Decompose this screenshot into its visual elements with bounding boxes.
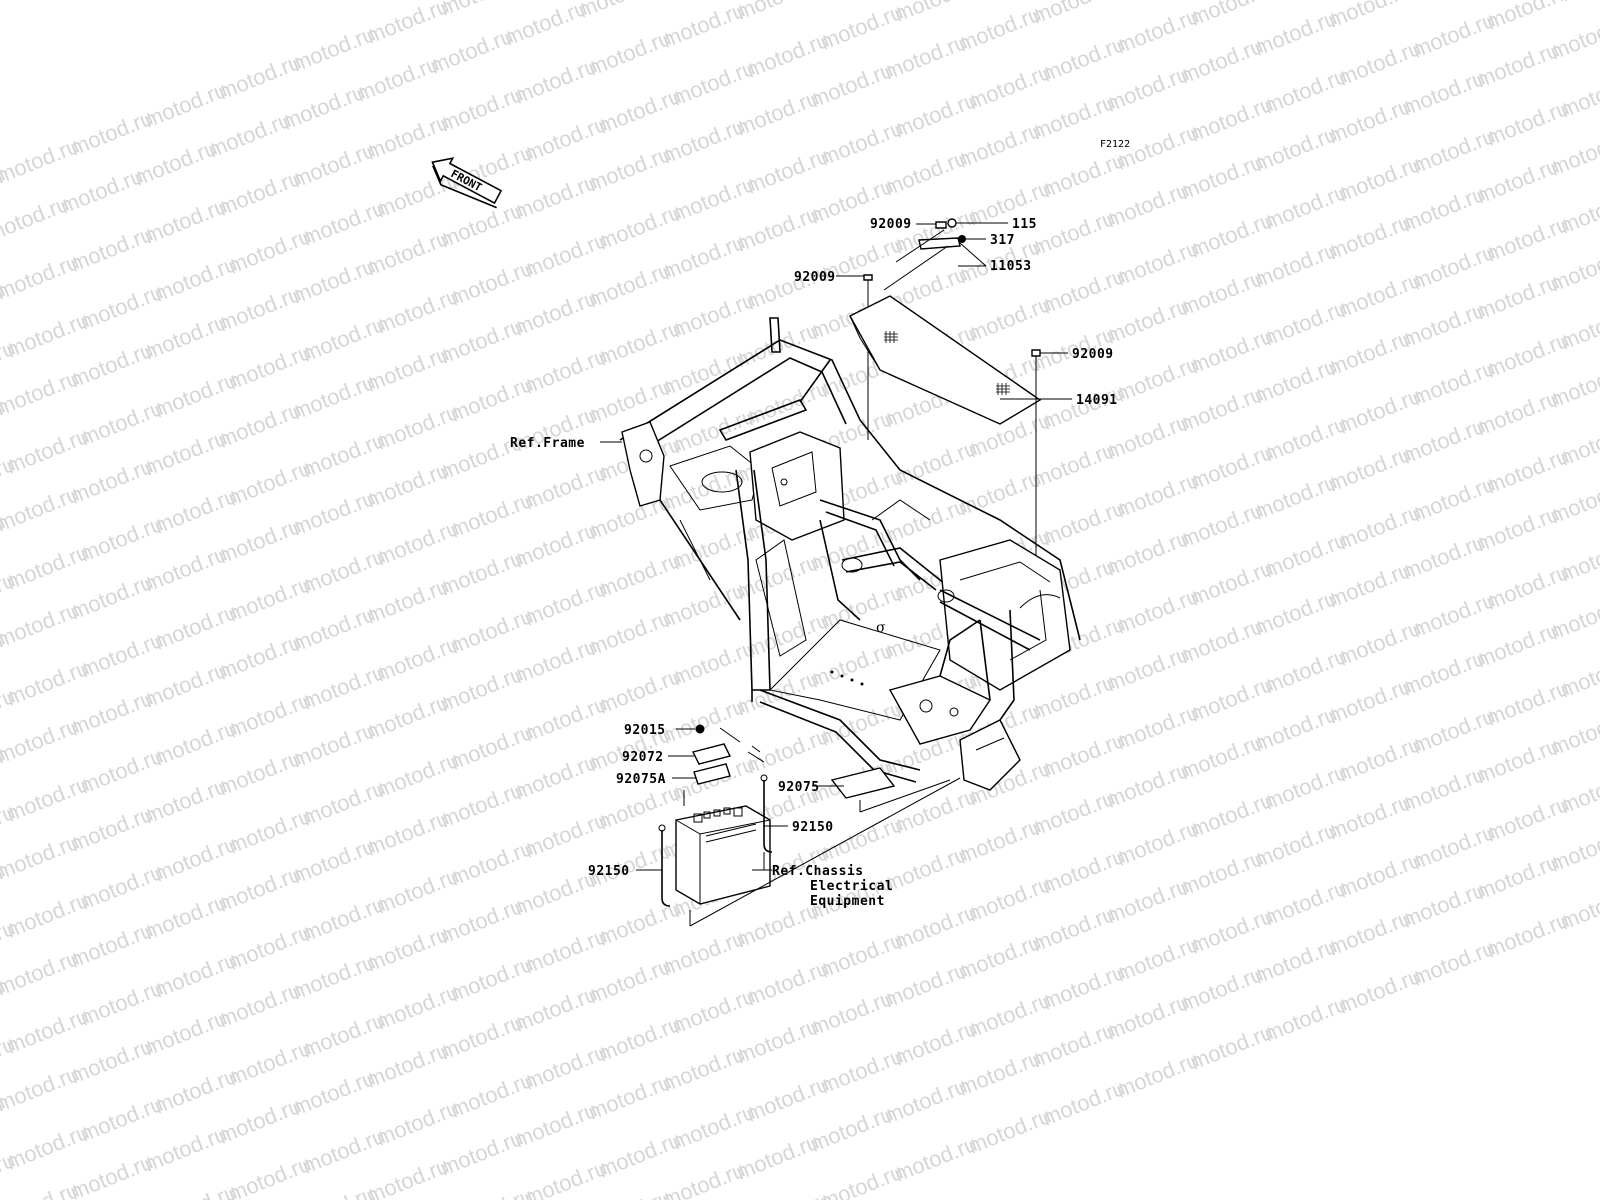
label-92009-top: 92009 [870, 217, 912, 232]
watermark-text: motod.ru [1557, 879, 1600, 935]
battery-icon [675, 805, 771, 905]
label-92072: 92072 [622, 750, 664, 765]
watermark-text: motod.ru [1187, 0, 1277, 31]
label-317: 317 [990, 233, 1015, 248]
label-ref-chassis: Ref.Chassis [772, 864, 864, 879]
watermark-text: motod.ru [1325, 0, 1415, 33]
vehicle-frame: σ [600, 317, 1081, 791]
watermark-text: motod.ru [1557, 183, 1600, 239]
label-11053: 11053 [990, 259, 1032, 274]
watermark-text: motod.ru [1547, 241, 1600, 297]
watermark-text: motod.ru [1547, 705, 1600, 761]
watermark-text: motod.ru [1399, 0, 1489, 5]
label-92150-left: 92150 [588, 864, 630, 879]
label-ref-chassis-equipment: Equipment [810, 894, 885, 909]
watermark-text: motod.ru [1547, 9, 1600, 65]
label-14091: 14091 [1076, 393, 1118, 408]
watermark-text: motod.ru [575, 0, 665, 23]
watermark-text: motod.ru [733, 0, 823, 25]
watermark-text: motod.ru [1547, 125, 1600, 181]
watermark-text: motod.ru [1483, 0, 1573, 35]
watermark-text: motod.ru [1557, 763, 1600, 819]
watermark-text: motod.ru [1547, 357, 1600, 413]
svg-text:σ: σ [876, 620, 886, 636]
label-92075: 92075 [778, 780, 820, 795]
watermark-text: motod.ru [1557, 299, 1600, 355]
watermark-text: motod.ru [1557, 531, 1600, 587]
watermark-text: motod.ru [1557, 67, 1600, 123]
label-ref-frame: Ref.Frame [510, 436, 585, 451]
part-labels: 92009 115 317 11053 92009 92009 14091 Re… [510, 217, 1118, 909]
watermark-text: motod.ru [1029, 0, 1119, 29]
watermark-text: motod.ru [1557, 415, 1600, 471]
cover-part-14091 [849, 295, 1072, 560]
watermark-text: motod.ru [363, 0, 453, 49]
label-92075A: 92075A [616, 772, 666, 787]
label-92150-right: 92150 [792, 820, 834, 835]
battery-assembly [636, 724, 961, 927]
label-92009-right: 92009 [1072, 347, 1114, 362]
label-92009-mid: 92009 [794, 270, 836, 285]
label-ref-chassis-electrical: Electrical [810, 879, 893, 894]
label-92015: 92015 [624, 723, 666, 738]
watermark-text: motod.ru [1547, 821, 1600, 877]
watermark-text: motod.ru [437, 0, 527, 21]
watermark-text: motod.ru [1103, 0, 1193, 1]
watermark-text: motod.ru [1547, 473, 1600, 529]
watermark-text: motod.ru [891, 0, 981, 27]
watermark-text: motod.ru [1261, 0, 1351, 3]
figure-code: F2122 [1100, 139, 1130, 150]
watermark-text: motod.ru [1547, 589, 1600, 645]
watermark-text: motod.ru [1557, 647, 1600, 703]
label-115: 115 [1012, 217, 1037, 232]
